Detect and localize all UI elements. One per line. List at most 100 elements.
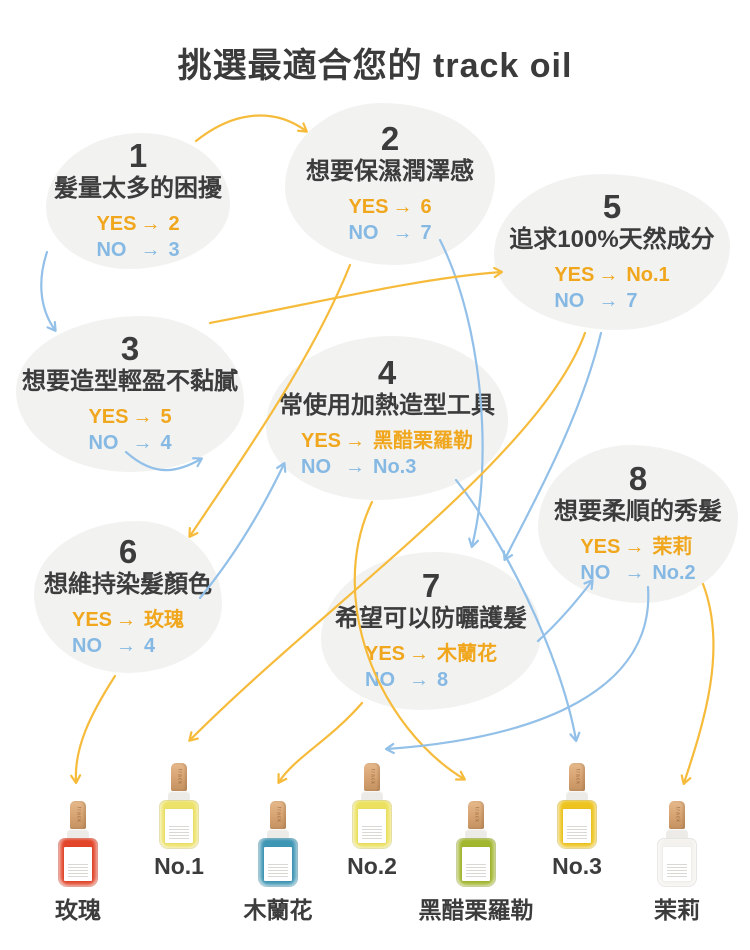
- answer-label: YES: [88, 406, 129, 429]
- bottle-shoulder: [361, 791, 383, 802]
- answer-label: YES: [348, 196, 389, 219]
- product-name-magnolia: 木蘭花: [243, 897, 313, 923]
- bottle-cap: track: [364, 763, 380, 791]
- product-name-no2: No.2: [347, 853, 397, 879]
- bottle-jasmine: track: [657, 801, 697, 887]
- arrow-glyph: →: [624, 562, 645, 585]
- no-line: NO→7: [348, 220, 431, 246]
- answer-block: YES→ 6 NO→7: [348, 194, 431, 246]
- answer-block: YES→茉莉 NO → No.2: [580, 534, 695, 586]
- no-line: NO → No.2: [580, 560, 695, 586]
- answer-target: 4: [160, 432, 172, 455]
- arrow-6-yes-rose: [70, 674, 117, 785]
- answer-target: No.1: [626, 264, 670, 287]
- answer-block: YES→黑醋栗羅勒 NO→No.3: [301, 428, 473, 480]
- no-line: NO→3: [96, 237, 179, 263]
- bottle-liquid: [456, 838, 496, 887]
- no-line: NO → 4: [72, 633, 155, 659]
- bottle-blackcurrant-basil: track: [456, 801, 496, 887]
- answer-label: NO: [580, 562, 611, 585]
- bottle-liquid: [258, 838, 298, 887]
- answer-block: YES→ 玫瑰 NO → 4: [72, 607, 184, 659]
- answer-target: 8: [437, 669, 449, 692]
- node-question: 追求100%天然成分: [509, 226, 715, 254]
- yes-line: YES→5: [88, 404, 171, 430]
- node-2: 2 想要保濕潤澤感 YES→6 NO→7: [285, 103, 495, 265]
- arrow-glyph: →: [116, 635, 136, 658]
- arrow-glyph: →: [392, 222, 413, 245]
- bottle-label: [563, 809, 591, 843]
- no-line: NO→4: [88, 430, 171, 456]
- node-question: 希望可以防曬護髮: [335, 605, 527, 633]
- answer-target: 2: [168, 213, 180, 236]
- cap-brand-text: track: [275, 807, 282, 823]
- arrow-glyph: →: [409, 643, 429, 666]
- no-line: NO→8: [365, 667, 448, 693]
- node-number: 3: [120, 329, 140, 367]
- answer-label: YES: [72, 609, 113, 632]
- answer-target: No.3: [373, 456, 417, 479]
- cap-brand-text: track: [75, 807, 82, 823]
- node-question: 常使用加熱造型工具: [279, 392, 495, 420]
- cap-brand-text: track: [674, 807, 681, 823]
- bottle-cap: track: [171, 763, 187, 791]
- answer-target: 木蘭花: [437, 643, 497, 666]
- bottle-label: [165, 809, 193, 843]
- node-8: 8 想要柔順的秀髮 YES→茉莉 NO→No.2: [538, 445, 738, 603]
- node-question: 想要保濕潤澤感: [306, 158, 474, 186]
- node-3: 3 想要造型輕盈不黏膩 YES→5 NO→4: [16, 316, 244, 472]
- arrow-7-yes-magnolia: [277, 701, 364, 784]
- arrow-glyph: →: [140, 239, 161, 262]
- answer-target: 4: [144, 635, 156, 658]
- bottle-no2: track: [352, 763, 392, 849]
- node-question: 想要柔順的秀髮: [554, 498, 722, 526]
- answer-label: YES: [301, 430, 342, 453]
- answer-block: YES→木蘭花 NO→8: [365, 641, 497, 693]
- answer-block: YES→No.1 NO→7: [554, 262, 669, 314]
- bottle-shoulder: [168, 791, 190, 802]
- answer-target: 6: [420, 196, 432, 219]
- cap-brand-text: track: [369, 769, 376, 785]
- arrow-glyph: →: [116, 609, 136, 632]
- bottle-liquid: [657, 838, 697, 887]
- page-title: 挑選最適合您的 track oil: [177, 47, 573, 85]
- node-question: 想要造型輕盈不黏膩: [22, 368, 238, 396]
- node-4: 4 常使用加熱造型工具 YES→黑醋栗羅勒 NO→No.3: [266, 336, 508, 500]
- product-name-no1: No.1: [154, 853, 204, 879]
- answer-label: NO: [72, 635, 102, 658]
- answer-target: 玫瑰: [144, 609, 184, 632]
- arrow-glyph: →: [345, 430, 365, 453]
- answer-target: 7: [626, 290, 638, 313]
- bottle-cap: track: [70, 801, 86, 829]
- arrow-1-yes-2: [194, 114, 308, 143]
- answer-label: NO: [96, 239, 127, 262]
- arrow-glyph: →: [598, 290, 619, 313]
- answer-label: YES: [96, 213, 137, 236]
- answer-target: 5: [160, 406, 172, 429]
- bottle-label: [64, 847, 92, 881]
- bottle-no3: track: [557, 763, 597, 849]
- product-name-rose: 玫瑰: [55, 897, 101, 923]
- arrow-glyph: →: [132, 432, 153, 455]
- arrow-glyph: →: [392, 196, 413, 219]
- yes-line: YES→茉莉: [580, 534, 692, 560]
- node-question: 想維持染髮顏色: [44, 571, 212, 599]
- yes-line: YES→ 玫瑰: [72, 607, 184, 633]
- answer-target: No.2: [652, 562, 696, 585]
- arrow-8-yes-jasmine: [680, 582, 715, 786]
- answer-label: YES: [554, 264, 595, 287]
- yes-line: YES→ 6: [348, 194, 431, 220]
- bottle-shoulder: [67, 829, 89, 840]
- bottle-label: [462, 847, 490, 881]
- yes-line: YES→2: [96, 211, 179, 237]
- answer-target: 黑醋栗羅勒: [373, 430, 473, 453]
- node-6: 6 想維持染髮顏色 YES→玫瑰 NO→4: [34, 521, 222, 673]
- bottle-label: [663, 847, 691, 881]
- bottle-liquid: [352, 800, 392, 849]
- bottle-cap: track: [468, 801, 484, 829]
- bottle-shoulder: [267, 829, 289, 840]
- node-number: 4: [377, 353, 397, 391]
- bottle-liquid: [159, 800, 199, 849]
- cap-brand-text: track: [176, 769, 183, 785]
